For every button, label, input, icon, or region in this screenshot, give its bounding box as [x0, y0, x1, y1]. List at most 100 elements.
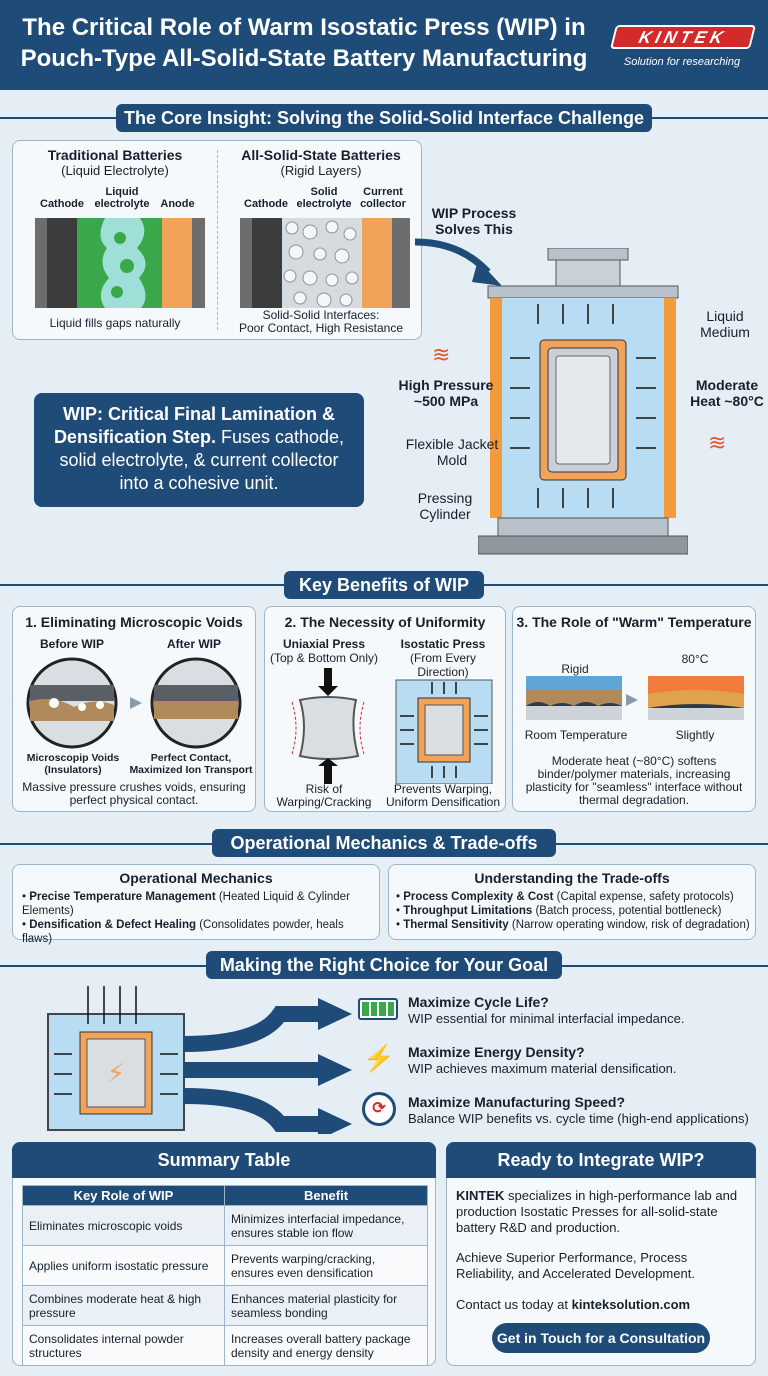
rigid-label: Rigid	[561, 662, 589, 676]
traditional-title: Traditional Batteries	[47, 147, 183, 163]
divider	[217, 150, 218, 330]
solid-caption-1: Solid-Solid Interfaces:	[262, 308, 380, 322]
cta-paragraph-3: Contact us today at kinteksolution.com	[456, 1297, 748, 1313]
uniformity-diagram	[291, 668, 493, 784]
wip-press-diagram	[478, 248, 688, 555]
warm-diagram	[526, 676, 744, 720]
mechanics-card	[12, 864, 380, 940]
table-cell: Increases overall battery package densit…	[224, 1325, 428, 1366]
prevents-label: Prevents Warping, Uniform Densification	[385, 782, 501, 809]
consultation-button[interactable]: Get in Touch for a Consultation	[492, 1323, 710, 1353]
choice-3-desc: Balance WIP benefits vs. cycle time (hig…	[408, 1111, 749, 1126]
traditional-subtitle: (Liquid Electrolyte)	[61, 163, 169, 178]
voids-title: 1. Eliminating Microscopic Voids	[25, 614, 243, 630]
moderate-heat-label: Moderate Heat ~80°C	[690, 377, 764, 409]
heat-waves-icon: ≋	[708, 430, 727, 455]
svg-text:⚡: ⚡	[107, 1059, 125, 1089]
voids-label: Microscopip Voids (Insulators)	[26, 752, 120, 776]
label-cathode: Cathode	[244, 198, 288, 210]
website-link[interactable]: kinteksolution.com	[571, 1297, 691, 1312]
core-insight-banner: The Core Insight: Solving the Solid-Soli…	[116, 104, 652, 132]
solid-subtitle: (Rigid Layers)	[280, 163, 362, 178]
label-current-collector: Current collector	[360, 186, 406, 210]
curved-arrow-icon	[414, 238, 502, 286]
logo-tagline: Solution for researching	[623, 56, 741, 68]
mechanics-item-2: • Densification & Defect Healing (Consol…	[22, 919, 344, 945]
summary-table-wrap: Key Role of WIP Benefit Eliminates micro…	[22, 1185, 428, 1366]
mechanics-item-1-text: (Heated Liquid & Cylinder Elements)	[22, 891, 350, 917]
choice-3-title: Maximize Manufacturing Speed?	[408, 1094, 626, 1110]
table-header: Key Role of WIP	[22, 1185, 225, 1206]
ops-banner: Operational Mechanics & Trade-offs	[212, 829, 556, 857]
wip-summary-bold: WIP: Critical Final Lamination & Densifi…	[53, 404, 336, 447]
mechanics-title: Operational Mechanics	[119, 870, 273, 886]
wip-summary-box: WIP: Critical Final Lamination & Densifi…	[34, 393, 364, 507]
mechanics-item-2-text: (Consolidates powder, heals flaws)	[22, 919, 344, 945]
temp-label: 80°C	[681, 652, 709, 666]
before-label: Before WIP	[39, 637, 104, 651]
mechanics-item-1: • Precise Temperature Management (Heated…	[22, 891, 350, 917]
tradeoff-item-2-text: (Batch process, potential bottleneck)	[532, 905, 722, 917]
table-cell: Applies uniform isostatic pressure	[22, 1245, 225, 1286]
kintek-logo[interactable]: KINTEK	[610, 25, 756, 49]
warm-title: 3. The Role of "Warm" Temperature	[516, 614, 752, 630]
uniaxial-label: Uniaxial Press	[282, 637, 366, 651]
label-anode: Anode	[160, 198, 195, 210]
summary-title: Summary Table	[12, 1142, 436, 1178]
choice-1-title: Maximize Cycle Life?	[408, 994, 549, 1010]
flexible-mold-label: Flexible Jacket Mold	[405, 436, 499, 468]
tradeoff-item-1-text: (Capital expense, safety protocols)	[553, 891, 734, 903]
risk-label: Risk of Warping/Cracking	[276, 782, 372, 809]
table-cell: Eliminates microscopic voids	[22, 1205, 225, 1246]
tradeoffs-card	[388, 864, 756, 940]
cta-p3-prefix: Contact us today at	[456, 1297, 572, 1312]
label-liquid-electrolyte: Liquid electrolyte	[94, 186, 150, 210]
benefits-banner: Key Benefits of WIP	[284, 571, 484, 599]
slightly-label: Slightly	[675, 728, 715, 742]
high-pressure-label: High Pressure ~500 MPa	[398, 377, 494, 409]
liquid-medium-label: Liquid Medium	[700, 308, 750, 340]
table-cell: Consolidates internal powder structures	[22, 1325, 225, 1366]
room-temp-label: Room Temperature	[524, 728, 628, 742]
label-cathode: Cathode	[40, 198, 84, 210]
table-cell: Prevents warping/cracking, ensures even …	[224, 1245, 428, 1286]
choice-2-desc: WIP achieves maximum material densificat…	[408, 1061, 677, 1076]
tradeoff-item-1: • Process Complexity & Cost (Capital exp…	[396, 891, 734, 903]
wip-process-label: WIP Process Solves This	[431, 205, 517, 237]
liquid-battery-diagram	[35, 218, 205, 308]
tradeoff-item-1-bold: Process Complexity & Cost	[403, 891, 554, 903]
tradeoff-item-2: • Throughput Limitations (Batch process,…	[396, 905, 722, 917]
choice-banner: Making the Right Choice for Your Goal	[206, 951, 562, 979]
isostatic-sub: (From Every Direction)	[410, 651, 476, 679]
contact-label: Perfect Contact, Maximized Ion Transport	[129, 752, 253, 776]
solid-caption-2: Poor Contact, High Resistance	[238, 321, 404, 335]
traditional-caption: Liquid fills gaps naturally	[49, 316, 181, 330]
voids-diagram	[26, 657, 242, 749]
cta-paragraph-2: Achieve Superior Performance, Process Re…	[456, 1250, 695, 1281]
wip-summary-text: Fuses cathode, solid electrolyte, & curr…	[59, 427, 345, 493]
pressing-cylinder-label: Pressing Cylinder	[417, 490, 473, 522]
choice-diagram: ⚡	[47, 986, 352, 1134]
uniaxial-sub: (Top & Bottom Only)	[269, 651, 379, 665]
stopwatch-icon: ⟳	[362, 1092, 396, 1126]
tradeoff-item-3: • Thermal Sensitivity (Narrow operating …	[396, 919, 750, 931]
choice-2-title: Maximize Energy Density?	[408, 1044, 585, 1060]
cta-brand: KINTEK	[456, 1188, 505, 1203]
page-title: The Critical Role of Warm Isostatic Pres…	[20, 14, 588, 72]
after-label: After WIP	[167, 637, 221, 651]
cta-title: Ready to Integrate WIP?	[446, 1142, 756, 1178]
isostatic-label: Isostatic Press	[400, 637, 486, 651]
voids-caption: Massive pressure crushes voids, ensuring…	[22, 780, 246, 807]
cta-paragraph-1: KINTEK specializes in high-performance l…	[456, 1188, 748, 1236]
tradeoff-item-3-bold: Thermal Sensitivity	[403, 919, 509, 931]
solid-title: All-Solid-State Batteries	[241, 147, 401, 163]
mechanics-item-1-bold: Precise Temperature Management	[29, 891, 216, 903]
table-header: Benefit	[224, 1185, 428, 1206]
tradeoffs-title: Understanding the Trade-offs	[474, 870, 670, 886]
tradeoff-item-2-bold: Throughput Limitations	[403, 905, 533, 917]
table-cell: Enhances material plasticity for seamles…	[224, 1285, 428, 1326]
cta-p1-text: specializes in high-performance lab and …	[456, 1188, 738, 1235]
